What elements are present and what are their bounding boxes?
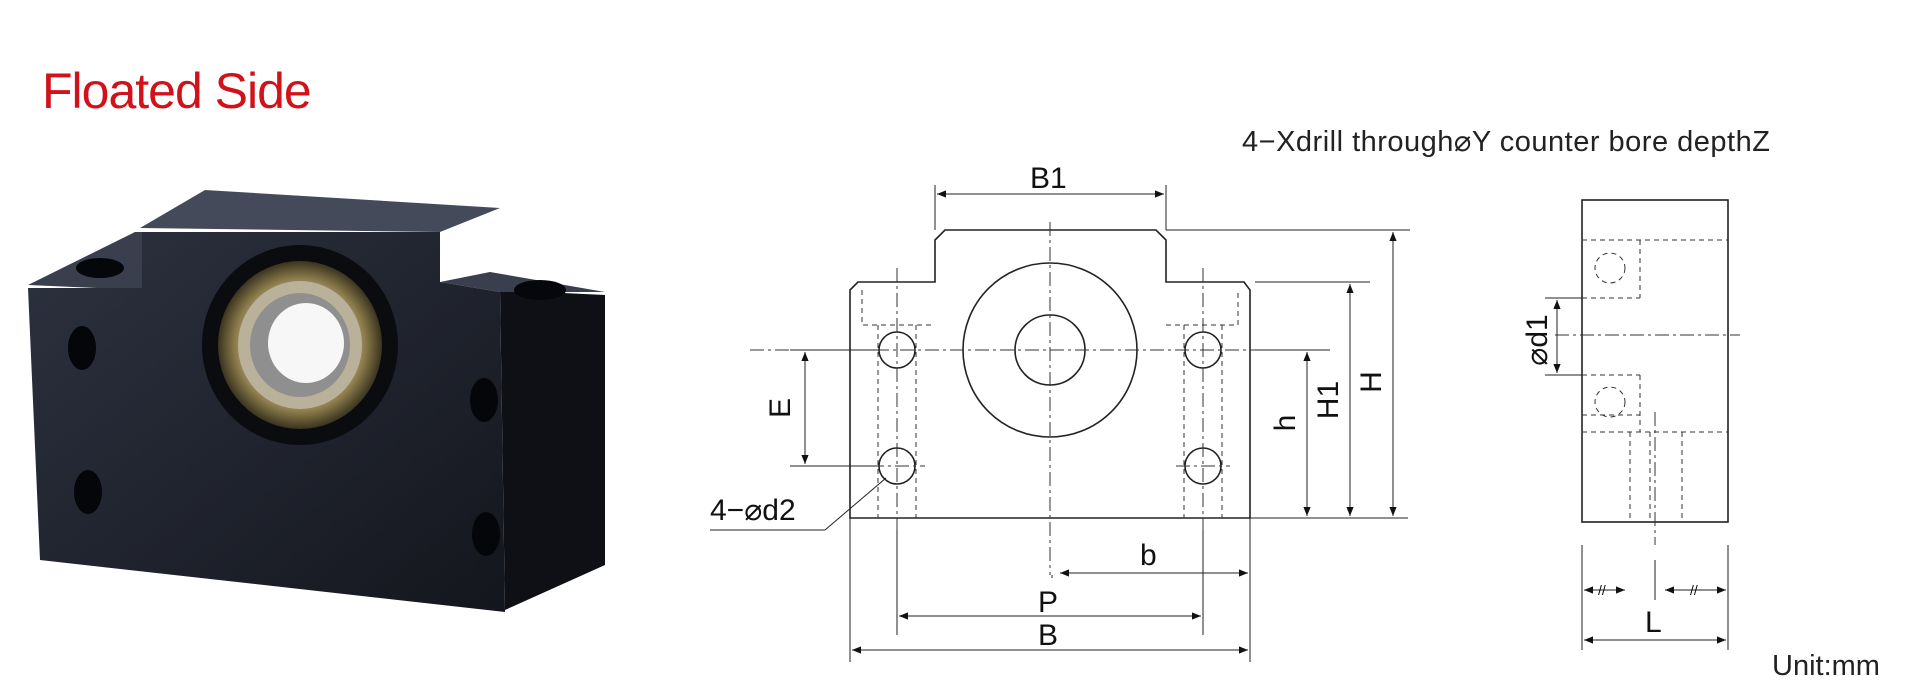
front-view-drawing: B1 E 4−⌀d2 h H1 H b P B	[710, 162, 1410, 662]
dim-label-p: P	[1038, 586, 1058, 619]
dim-label-h-total: H	[1355, 371, 1388, 393]
equal-mark-left: //	[1598, 582, 1606, 598]
side-view-drawing: ⌀d1 // // L	[1521, 199, 1740, 650]
dim-label-d1: ⌀d1	[1521, 314, 1554, 365]
dim-label-l: L	[1645, 606, 1662, 639]
product-photo	[28, 190, 605, 612]
dim-label-b-total: B	[1038, 619, 1058, 652]
dim-label-b-small: b	[1140, 539, 1157, 572]
dim-label-e: E	[764, 398, 797, 418]
dim-label-h1: H1	[1312, 381, 1345, 419]
page-title: Floated Side	[42, 63, 312, 119]
unit-label: Unit:mm	[1772, 650, 1880, 682]
dim-label-h: h	[1269, 415, 1302, 432]
equal-mark-right: //	[1690, 582, 1698, 598]
drill-callout: 4−Xdrill through⌀Y counter bore depthZ	[1242, 126, 1771, 158]
dim-label-d2: 4−⌀d2	[710, 494, 796, 527]
dim-label-b1: B1	[1030, 162, 1067, 195]
